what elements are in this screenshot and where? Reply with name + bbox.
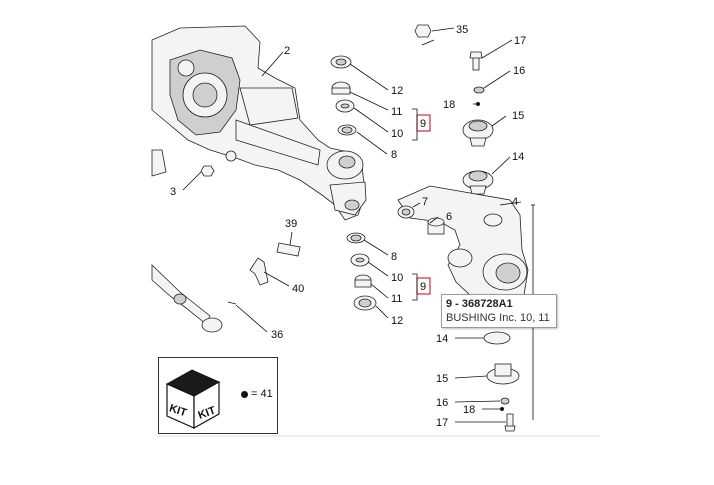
callout-16-upper[interactable]: 16	[513, 65, 525, 77]
lower-bushing-set[interactable]	[346, 232, 377, 311]
callout-36[interactable]: 36	[271, 329, 283, 341]
seal-part-7[interactable]	[397, 205, 415, 219]
kit-legend-value: = 41	[251, 388, 273, 400]
callout-9-upper[interactable]: 9	[420, 118, 426, 130]
callout-3[interactable]: 3	[170, 186, 176, 198]
upper-pivot-stack[interactable]	[414, 24, 494, 195]
upper-bushing-set[interactable]	[330, 55, 357, 136]
grease-fitting-part-39[interactable]	[276, 242, 301, 257]
callout-18-lower[interactable]: 18	[463, 404, 475, 416]
kit-cube-icon: KIT KIT	[165, 369, 221, 430]
kit-legend-box: KIT KIT	[158, 357, 278, 434]
callout-8-upper[interactable]: 8	[391, 149, 397, 161]
callout-35[interactable]: 35	[456, 24, 468, 36]
bushing-part-6[interactable]	[427, 217, 445, 235]
steering-knuckle-part[interactable]	[397, 185, 529, 306]
callout-15-lower[interactable]: 15	[436, 373, 448, 385]
callout-12-upper[interactable]: 12	[391, 85, 403, 97]
callout-labels: 2 3 35 17 16 18 15 14 12 11 10 9 8 7 6 4…	[170, 24, 526, 429]
callout-17-upper[interactable]: 17	[514, 35, 526, 47]
callout-12-lower[interactable]: 12	[391, 315, 403, 327]
callout-11-lower[interactable]: 11	[391, 293, 402, 305]
callout-18-upper[interactable]: 18	[443, 99, 455, 111]
lower-pivot-stack[interactable]	[482, 331, 520, 432]
clip-part-40[interactable]	[249, 257, 269, 286]
axle-housing-part[interactable]	[151, 25, 367, 221]
callout-40[interactable]: 40	[292, 283, 304, 295]
kit-label-left: KIT	[168, 402, 189, 419]
part-tooltip: 9 - 368728A1 BUSHING Inc. 10, 11	[441, 294, 557, 328]
callout-14-upper[interactable]: 14	[512, 151, 524, 163]
tooltip-title: 9 - 368728A1	[446, 298, 513, 310]
callout-17-lower[interactable]: 17	[436, 417, 448, 429]
callout-11-upper[interactable]: 11	[391, 106, 402, 118]
callout-14-lower[interactable]: 14	[436, 333, 448, 345]
callout-6[interactable]: 6	[446, 211, 452, 223]
callout-2[interactable]: 2	[284, 45, 290, 57]
callout-9-lower[interactable]: 9	[420, 281, 426, 293]
callout-10-upper[interactable]: 10	[391, 128, 403, 140]
callout-15-upper[interactable]: 15	[512, 110, 524, 122]
callout-10-lower[interactable]: 10	[391, 272, 403, 284]
tooltip-description: BUSHING Inc. 10, 11	[446, 312, 550, 324]
callout-7[interactable]: 7	[422, 196, 428, 208]
callout-8-lower[interactable]: 8	[391, 251, 397, 263]
callout-39[interactable]: 39	[285, 218, 297, 230]
kit-label-right: KIT	[197, 404, 218, 421]
nut-part-3[interactable]	[200, 165, 215, 177]
kit-legend: = 41	[241, 388, 273, 400]
callout-16-lower[interactable]: 16	[436, 397, 448, 409]
callout-4[interactable]: 4	[512, 196, 518, 208]
bullet-icon	[241, 390, 248, 398]
tie-rod-part-36[interactable]	[151, 264, 237, 333]
